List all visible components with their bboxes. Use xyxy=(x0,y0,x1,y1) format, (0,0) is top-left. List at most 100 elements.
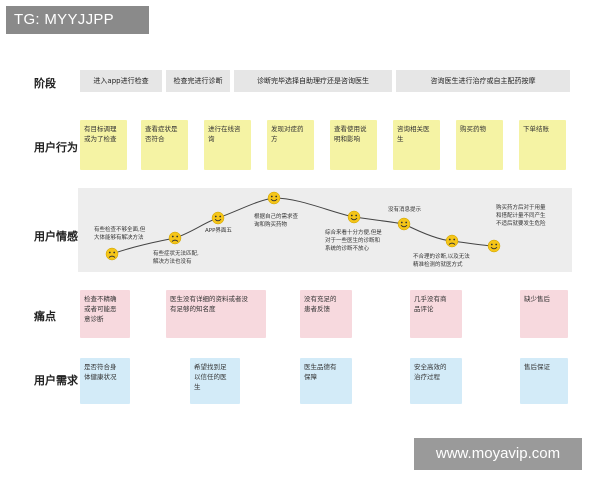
note-line: 治疗过程 xyxy=(414,373,440,381)
face-mouth xyxy=(400,224,408,228)
note-line: 检查不精确 xyxy=(84,295,117,303)
label-line: 不适后就要发生危险 xyxy=(496,221,546,227)
note-line: 查看使用说 xyxy=(334,125,367,133)
face-eye xyxy=(350,214,353,217)
face-circle xyxy=(445,234,459,248)
face-mouth xyxy=(171,239,179,242)
pain-note: 没有充足的 患者反馈 xyxy=(300,290,352,338)
emotion-label: APP界面五 xyxy=(205,227,232,235)
behavior-note: 进行在线咨 询 xyxy=(204,120,251,170)
emotion-label: 综合来看十分方便,但是 对于一些医生的诊断和 系统的诊断不放心 xyxy=(325,229,382,253)
face-mouth xyxy=(448,242,456,245)
row-label-emotion: 用户情感 xyxy=(34,230,78,243)
label-line: 有些检查不够全面,但 xyxy=(94,227,146,233)
note-line: 否符合 xyxy=(145,135,165,143)
face-circle xyxy=(397,217,411,231)
label-line: 综合来看十分方便,但是 xyxy=(325,230,382,236)
row-label-pain: 痛点 xyxy=(34,310,56,323)
stage-bar: 进入app进行检查 xyxy=(80,70,162,92)
note-line: 询 xyxy=(208,135,215,143)
emotion-label: 不合理的诊断,以及无法 精准检测的就医方式 xyxy=(413,253,470,269)
label-line: 系统的诊断不放心 xyxy=(325,246,370,252)
sad-face-icon xyxy=(168,231,182,245)
emotion-label: 没有消息提示 xyxy=(388,206,421,214)
note-line: 发现对症药 xyxy=(271,125,304,133)
label-line: 根据自己的需求查 xyxy=(254,214,299,220)
face-circle xyxy=(211,211,225,225)
note-line: 希望找到足 xyxy=(194,363,227,371)
behavior-note: 下单结账 xyxy=(519,120,566,170)
note-line: 医生品德有 xyxy=(304,363,337,371)
happy-face-icon xyxy=(267,191,281,205)
emotion-label: 有些症状无法匹配, 解决方法也没有 xyxy=(153,250,199,266)
watermark-top: TG: MYYJJPP xyxy=(6,6,149,34)
happy-face-icon xyxy=(487,239,501,253)
happy-face-icon xyxy=(397,217,411,231)
behavior-note: 发现对症药 方 xyxy=(267,120,314,170)
face-mouth xyxy=(350,217,358,221)
need-note: 希望找到足 以信任的医 生 xyxy=(190,358,240,404)
note-line: 几乎没有商 xyxy=(414,295,447,303)
face-eye xyxy=(448,238,451,241)
note-line: 咨询相关医 xyxy=(397,125,430,133)
face-eye xyxy=(214,215,217,218)
pain-note: 检查不精确 或者可能恶 意诊断 xyxy=(80,290,130,338)
sad-face-icon xyxy=(445,234,459,248)
face-eye xyxy=(108,251,111,254)
face-circle xyxy=(487,239,501,253)
note-line: 品评论 xyxy=(414,305,434,313)
label-line: 没有消息提示 xyxy=(388,207,422,213)
note-line: 缺少售后 xyxy=(524,295,550,303)
need-note: 安全高效的 治疗过程 xyxy=(410,358,462,404)
behavior-note: 咨询相关医 生 xyxy=(393,120,440,170)
note-line: 或为了检查 xyxy=(84,135,117,143)
label-line: APP界面五 xyxy=(205,228,232,234)
face-mouth xyxy=(270,198,278,202)
note-line: 进行在线咨 xyxy=(208,125,241,133)
watermark-bottom: www.moyavip.com xyxy=(414,438,582,470)
emotion-band xyxy=(78,188,572,272)
note-line: 方 xyxy=(271,135,278,143)
note-line: 售后保证 xyxy=(524,363,550,371)
need-note: 医生品德有 保障 xyxy=(300,358,352,404)
stage-bar: 诊断完毕选择自助理疗还是咨询医生 xyxy=(234,70,392,92)
note-line: 有足够的知名度 xyxy=(170,305,216,313)
face-circle xyxy=(267,191,281,205)
face-eye xyxy=(400,221,403,224)
note-line: 查看症状是 xyxy=(145,125,178,133)
face-eye xyxy=(176,235,179,238)
face-eye xyxy=(490,243,493,246)
row-label-needs: 用户需求 xyxy=(34,374,78,387)
note-line: 体健康状况 xyxy=(84,373,117,381)
note-line: 或者可能恶 xyxy=(84,305,117,313)
face-eye xyxy=(219,215,222,218)
note-line: 生 xyxy=(397,135,404,143)
note-line: 患者反馈 xyxy=(304,305,330,313)
face-eye xyxy=(453,238,456,241)
pain-note: 缺少售后 xyxy=(520,290,568,338)
note-line: 医生没有详细的资料或者没 xyxy=(170,295,248,303)
face-eye xyxy=(405,221,408,224)
behavior-note: 查看使用说 明和影响 xyxy=(330,120,377,170)
row-label-stage: 阶段 xyxy=(34,77,56,90)
pain-note: 医生没有详细的资料或者没 有足够的知名度 xyxy=(166,290,266,338)
label-line: 大体能够有解决方法 xyxy=(94,235,144,241)
face-circle xyxy=(347,210,361,224)
emotion-label: 根据自己的需求查 询和购买药物 xyxy=(254,213,298,229)
face-circle xyxy=(168,231,182,245)
pain-note: 几乎没有商 品评论 xyxy=(410,290,462,338)
behavior-note: 有目标调理 或为了检查 xyxy=(80,120,127,170)
label-line: 解决方法也没有 xyxy=(153,259,192,265)
note-line: 意诊断 xyxy=(84,315,104,323)
behavior-note: 查看症状是 否符合 xyxy=(141,120,188,170)
face-circle xyxy=(105,247,119,261)
note-line: 有目标调理 xyxy=(84,125,117,133)
label-line: 对于一些医生的诊断和 xyxy=(325,238,381,244)
note-line: 明和影响 xyxy=(334,135,360,143)
behavior-note: 购买药物 xyxy=(456,120,503,170)
emotion-curve xyxy=(111,197,495,255)
note-line: 保障 xyxy=(304,373,317,381)
note-line: 下单结账 xyxy=(523,125,549,133)
sad-face-icon xyxy=(105,247,119,261)
note-line: 是否符合身 xyxy=(84,363,117,371)
